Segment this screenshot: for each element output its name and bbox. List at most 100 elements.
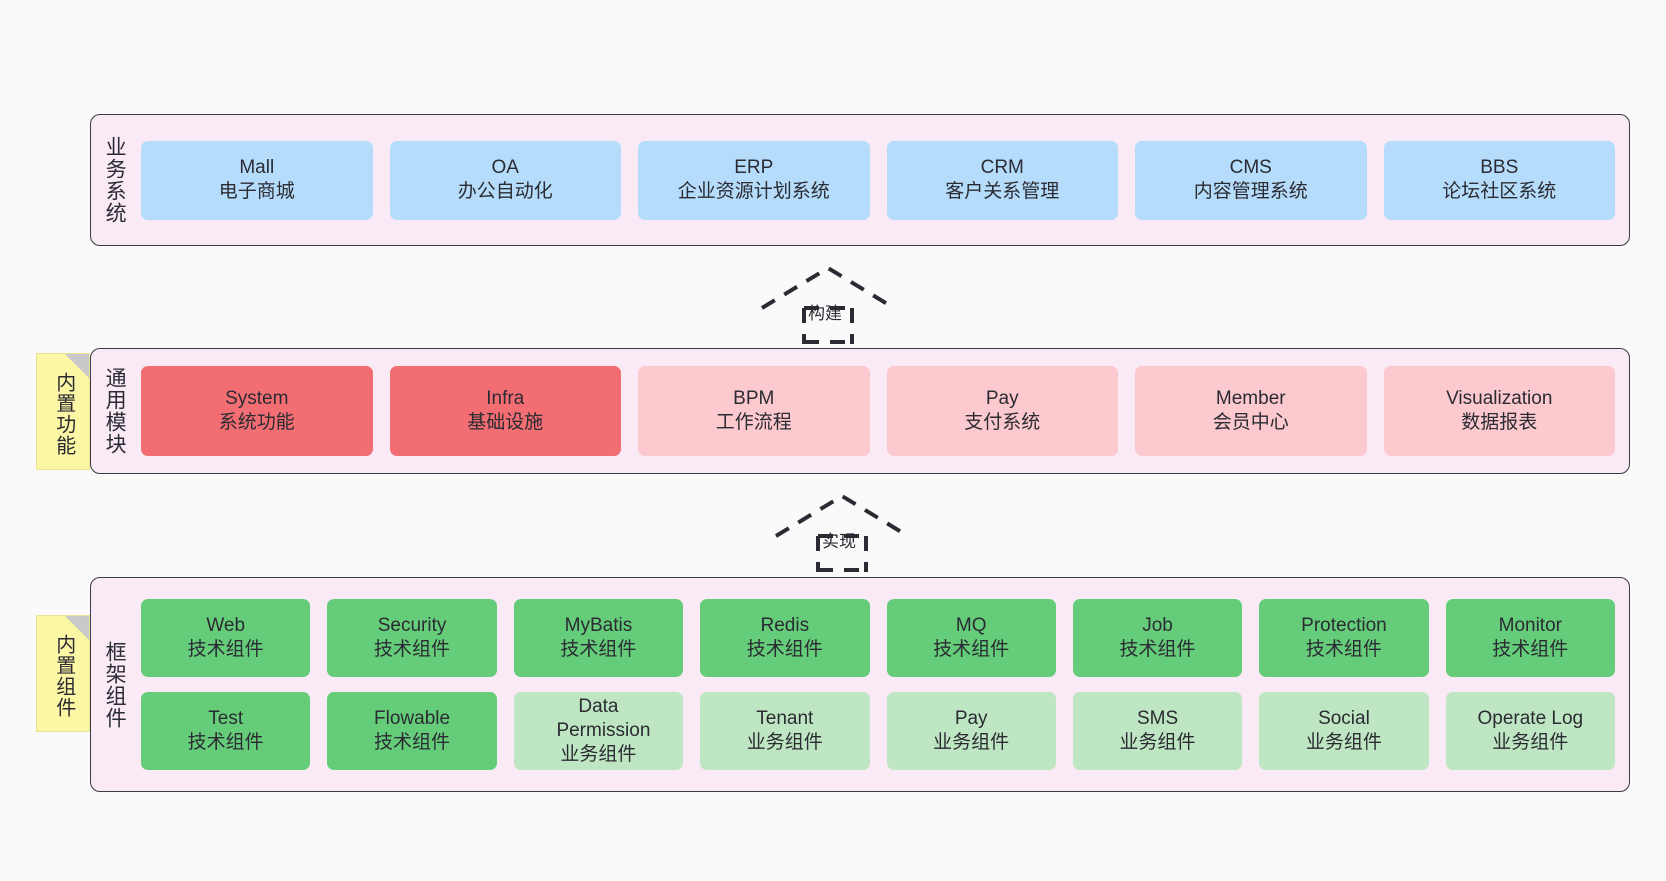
box-social[interactable]: Social 业务组件 — [1259, 692, 1429, 770]
layer-framework-components: 框架组件 Web 技术组件 Security 技术组件 MyBatis 技术组件… — [90, 577, 1630, 792]
box-title: Web — [206, 615, 246, 637]
box-title: Social — [1318, 708, 1370, 730]
box-subtitle: 数据报表 — [1461, 412, 1538, 433]
box-subtitle: 业务组件 — [746, 732, 823, 753]
box-subtitle: 业务组件 — [560, 743, 637, 765]
box-system[interactable]: System 系统功能 — [141, 366, 373, 456]
box-subtitle: 业务组件 — [1305, 732, 1382, 753]
box-subtitle: 业务组件 — [1119, 732, 1196, 753]
box-subtitle: 电子商城 — [218, 181, 295, 202]
box-subtitle: 会员中心 — [1212, 412, 1289, 433]
box-subtitle: 企业资源计划系统 — [677, 181, 830, 202]
note-label: 内置功能 — [52, 371, 75, 456]
layer-business-systems: 业务系统 Mall 电子商城 OA 办公自动化 ERP 企业资源计划系统 CRM… — [90, 114, 1630, 246]
box-subtitle: 技术组件 — [746, 639, 823, 660]
layer-body-general-modules: System 系统功能 Infra 基础设施 BPM 工作流程 Pay 支付系统… — [137, 349, 1629, 473]
box-title: Security — [377, 615, 447, 637]
box-title: System — [225, 388, 289, 410]
box-erp[interactable]: ERP 企业资源计划系统 — [638, 140, 870, 220]
layer-title-framework-components: 框架组件 — [103, 640, 127, 729]
box-crm[interactable]: CRM 客户关系管理 — [886, 140, 1118, 220]
box-title: SMS — [1136, 708, 1179, 730]
layer-body-business-systems: Mall 电子商城 OA 办公自动化 ERP 企业资源计划系统 CRM 客户关系… — [137, 115, 1629, 245]
note-builtin-features: 内置功能 — [36, 353, 90, 470]
box-title: CMS — [1229, 157, 1272, 179]
box-title: Protection — [1301, 615, 1387, 637]
box-subtitle: 基础设施 — [467, 412, 544, 433]
box-subtitle: 技术组件 — [1305, 639, 1382, 660]
box-title: Monitor — [1498, 615, 1562, 637]
box-title: ERP — [734, 157, 774, 179]
box-subtitle: 技术组件 — [1119, 639, 1196, 660]
box-oa[interactable]: OA 办公自动化 — [389, 140, 621, 220]
box-test[interactable]: Test 技术组件 — [141, 692, 311, 770]
box-subtitle: 技术组件 — [374, 639, 451, 660]
box-title: BPM — [733, 388, 775, 410]
box-subtitle: 办公自动化 — [457, 181, 553, 202]
box-title: Operate Log — [1477, 708, 1584, 730]
box-redis[interactable]: Redis 技术组件 — [700, 599, 870, 677]
box-mq[interactable]: MQ 技术组件 — [886, 599, 1056, 677]
box-subtitle: 技术组件 — [1492, 639, 1569, 660]
box-title: Tenant — [756, 708, 814, 730]
generalization-arrow-icon — [760, 265, 896, 344]
framework-row-business: Test 技术组件 Flowable 技术组件 Data Permission … — [141, 692, 1615, 770]
box-title: Data Permission — [556, 696, 651, 742]
box-subtitle: 客户关系管理 — [945, 181, 1060, 202]
box-subtitle: 技术组件 — [560, 639, 637, 660]
box-member[interactable]: Member 会员中心 — [1135, 366, 1367, 456]
box-bpm[interactable]: BPM 工作流程 — [638, 366, 870, 456]
box-sms[interactable]: SMS 业务组件 — [1072, 692, 1243, 770]
box-web[interactable]: Web 技术组件 — [141, 599, 311, 677]
box-title: MyBatis — [564, 615, 633, 637]
note-fold-icon — [65, 616, 89, 640]
box-title: OA — [491, 157, 519, 179]
note-builtin-components: 内置组件 — [36, 615, 90, 732]
box-title: Test — [208, 708, 244, 730]
box-subtitle: 支付系统 — [964, 412, 1041, 433]
box-pay-module[interactable]: Pay 支付系统 — [886, 366, 1118, 456]
box-title: Mall — [239, 157, 275, 179]
box-title: Visualization — [1446, 388, 1553, 410]
box-subtitle: 技术组件 — [374, 732, 451, 753]
box-security[interactable]: Security 技术组件 — [327, 599, 497, 677]
box-title: Job — [1142, 615, 1173, 637]
connector-build-label: 构建 — [808, 304, 842, 323]
framework-row-technical: Web 技术组件 Security 技术组件 MyBatis 技术组件 Redi… — [141, 599, 1615, 677]
box-title: Infra — [486, 388, 525, 410]
box-subtitle: 论坛社区系统 — [1442, 181, 1557, 202]
box-title: BBS — [1480, 157, 1519, 179]
box-subtitle: 内容管理系统 — [1193, 181, 1308, 202]
box-subtitle: 系统功能 — [218, 412, 295, 433]
box-data-permission[interactable]: Data Permission 业务组件 — [513, 692, 684, 770]
box-job[interactable]: Job 技术组件 — [1072, 599, 1243, 677]
box-tenant[interactable]: Tenant 业务组件 — [700, 692, 870, 770]
layer-body-framework-components: Web 技术组件 Security 技术组件 MyBatis 技术组件 Redi… — [137, 578, 1629, 791]
box-protection[interactable]: Protection 技术组件 — [1259, 599, 1429, 677]
box-cms[interactable]: CMS 内容管理系统 — [1135, 140, 1367, 220]
generalization-arrow-icon — [774, 493, 910, 572]
box-bbs[interactable]: BBS 论坛社区系统 — [1383, 140, 1615, 220]
note-fold-icon — [65, 354, 89, 378]
box-title: CRM — [980, 157, 1024, 179]
connector-implement: 实现 — [772, 490, 922, 572]
box-mybatis[interactable]: MyBatis 技术组件 — [513, 599, 684, 677]
box-subtitle: 业务组件 — [933, 732, 1010, 753]
box-title: Redis — [760, 615, 810, 637]
box-subtitle: 技术组件 — [933, 639, 1010, 660]
box-flowable[interactable]: Flowable 技术组件 — [327, 692, 497, 770]
connector-implement-label: 实现 — [822, 532, 856, 551]
box-title: Member — [1215, 388, 1286, 410]
box-operate-log[interactable]: Operate Log 业务组件 — [1445, 692, 1615, 770]
box-title: MQ — [955, 615, 987, 637]
box-pay-component[interactable]: Pay 业务组件 — [886, 692, 1056, 770]
connector-build: 构建 — [758, 262, 908, 344]
box-visualization[interactable]: Visualization 数据报表 — [1383, 366, 1615, 456]
box-infra[interactable]: Infra 基础设施 — [389, 366, 621, 456]
box-subtitle: 技术组件 — [187, 732, 264, 753]
layer-title-general-modules: 通用模块 — [103, 367, 127, 455]
box-monitor[interactable]: Monitor 技术组件 — [1445, 599, 1615, 677]
box-subtitle: 业务组件 — [1492, 732, 1569, 753]
box-mall[interactable]: Mall 电子商城 — [141, 140, 373, 220]
